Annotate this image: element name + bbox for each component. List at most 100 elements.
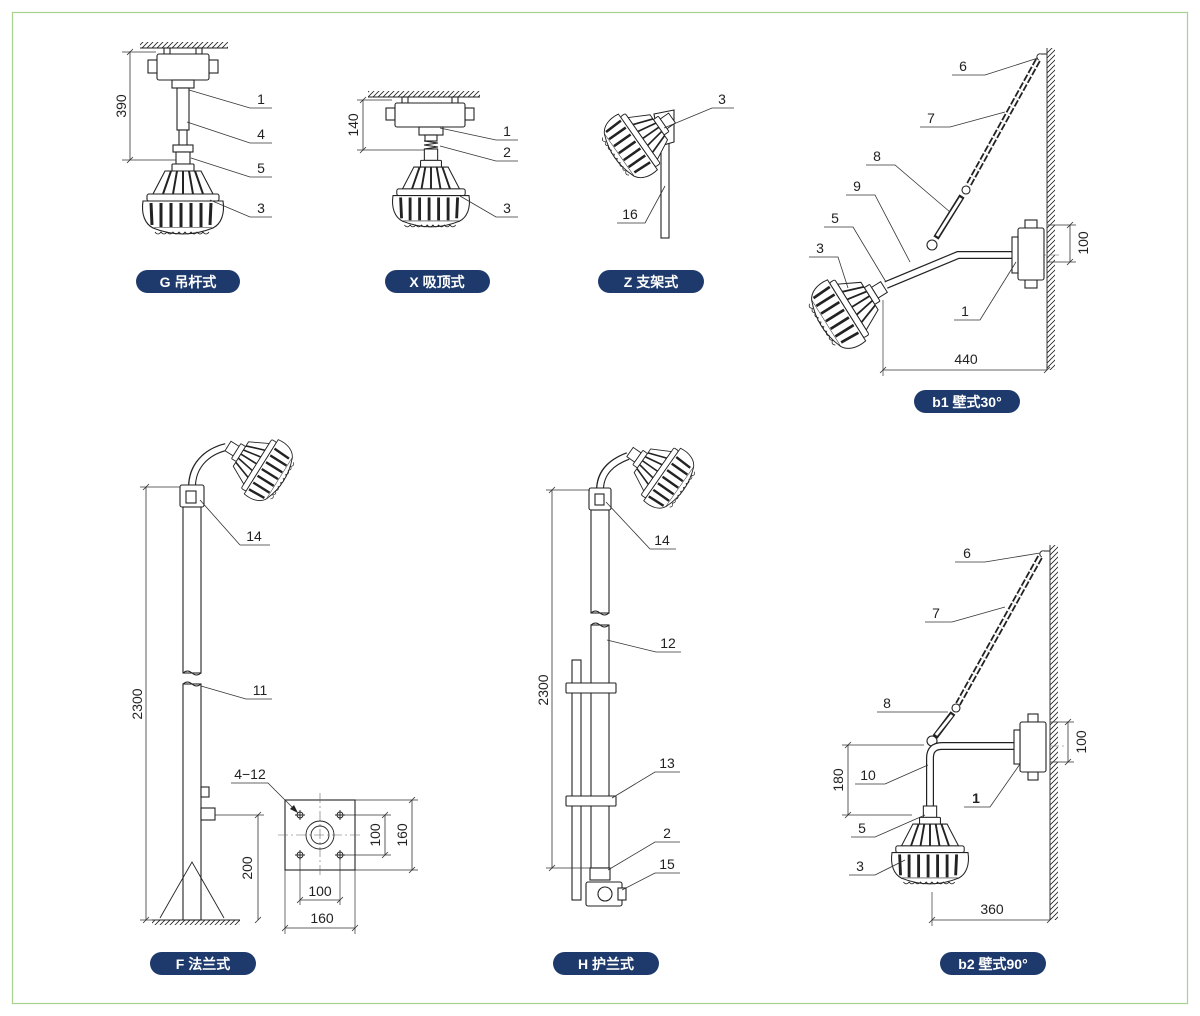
chain-links xyxy=(966,59,1040,187)
junction-box xyxy=(147,47,219,89)
lamp xyxy=(610,424,704,518)
wall-hook xyxy=(1039,550,1050,558)
callout-leader xyxy=(190,157,272,178)
callout-leader xyxy=(855,764,929,785)
callout-number: 3 xyxy=(856,858,864,874)
box-flange xyxy=(1011,236,1019,274)
callout-leader xyxy=(920,111,1006,128)
rod-tube xyxy=(178,129,188,147)
callout-number: 3 xyxy=(503,200,511,216)
callout-number: 10 xyxy=(860,767,876,783)
pole-base-stand xyxy=(159,861,225,919)
box-ear xyxy=(1024,219,1038,229)
callout-leader xyxy=(955,552,1041,563)
callout-leader xyxy=(605,501,676,550)
dimension-plate-height: 160 xyxy=(394,823,410,847)
callout-leader xyxy=(851,814,926,838)
dimension-height: 140 xyxy=(345,113,361,137)
bolt-hole-marks xyxy=(295,810,345,860)
callout-leader xyxy=(866,164,951,213)
panel-b2-wall-90: 180 100 360 6 7 8 10 5 3 1 b2 壁式90° xyxy=(830,545,1089,975)
callout-number: 7 xyxy=(932,605,940,621)
wall-arm-inner xyxy=(927,743,1017,807)
pole-elbow-inner xyxy=(189,444,227,489)
callout-leader xyxy=(964,763,1021,808)
box-ear xyxy=(385,107,396,121)
callout-number: 8 xyxy=(873,148,881,164)
caption-label: b2 壁式90° xyxy=(958,956,1027,972)
wall-junction-box xyxy=(1011,219,1045,289)
mount-thread xyxy=(423,140,439,150)
box-flange xyxy=(1013,729,1021,765)
box-ear xyxy=(1024,279,1038,289)
callout-number: 16 xyxy=(622,206,638,222)
pole-fitting xyxy=(200,786,210,798)
panel-z-bracket-mount: 3 16 Z 支架式 xyxy=(593,88,734,293)
extension-line xyxy=(1048,224,1076,263)
extension-line xyxy=(345,799,418,871)
callout-number: 5 xyxy=(858,820,866,836)
callout-number: 2 xyxy=(663,825,671,841)
callout-leader xyxy=(952,57,1039,76)
callout-leader xyxy=(954,261,1017,321)
flange-outer-ring xyxy=(305,820,335,850)
callout-number: 9 xyxy=(853,178,861,194)
extension-line xyxy=(140,486,180,921)
caption-badge: Z 支架式 xyxy=(598,270,704,293)
callout-number: 12 xyxy=(660,635,676,651)
dimension-flange-height: 200 xyxy=(239,856,255,880)
caption-badge: X 吸顶式 xyxy=(385,270,490,293)
caption-label: G 吊杆式 xyxy=(160,274,217,290)
callout-number: 1 xyxy=(961,303,969,319)
lamp xyxy=(800,254,905,359)
turnbuckle-body xyxy=(935,197,963,237)
dimension-line xyxy=(879,366,1051,374)
callout-leader xyxy=(611,771,680,799)
box-body xyxy=(394,102,466,128)
ceiling-hatch xyxy=(368,91,480,97)
caption-label: F 法兰式 xyxy=(176,956,230,972)
hole-spec-leader xyxy=(231,782,298,813)
wall-hook xyxy=(1036,53,1047,61)
callout-number: 3 xyxy=(257,200,265,216)
dimension-line xyxy=(548,486,556,872)
callout-leader xyxy=(617,185,666,224)
flange-center-hole xyxy=(310,825,330,845)
box-outlet xyxy=(171,79,195,89)
chain-links xyxy=(956,556,1042,705)
caption-badge: H 护兰式 xyxy=(553,952,659,975)
caption-background xyxy=(940,952,1046,975)
callout-leader xyxy=(209,199,272,218)
extension-line xyxy=(284,860,356,934)
pole-nut xyxy=(589,867,611,881)
box-bolt xyxy=(163,47,171,55)
dimension-line xyxy=(928,916,1054,924)
callout-number: 5 xyxy=(831,210,839,226)
dimension-line xyxy=(142,483,150,924)
pole-cap-window xyxy=(594,493,605,506)
caption-background xyxy=(914,390,1020,413)
callout-leader xyxy=(621,872,680,891)
dimension-hole-spacing-h: 100 xyxy=(308,883,332,899)
dimension-box: 100 xyxy=(1073,730,1089,754)
lamp xyxy=(890,804,970,886)
wall-hatch xyxy=(1050,545,1058,920)
callout-number: 1 xyxy=(257,91,265,107)
turnbuckle-eye xyxy=(926,239,938,251)
dimension-reach: 440 xyxy=(954,351,978,367)
caption-background xyxy=(598,270,704,293)
lamp xyxy=(209,417,303,510)
pole-cap-window xyxy=(185,490,197,504)
pole-lower xyxy=(182,683,202,921)
callout-leader xyxy=(439,145,518,162)
hole-spec-arrow xyxy=(290,805,298,813)
support-rail xyxy=(571,659,582,901)
caption-label: H 护兰式 xyxy=(578,956,634,972)
callout-number: 6 xyxy=(959,58,967,74)
wall-arm-inner xyxy=(884,252,1016,288)
callout-number: 3 xyxy=(816,240,824,256)
callout-leader xyxy=(846,194,911,263)
hole-spec: 4−12 xyxy=(234,766,266,782)
callout-number: 8 xyxy=(883,695,891,711)
callout-number: 14 xyxy=(654,532,670,548)
